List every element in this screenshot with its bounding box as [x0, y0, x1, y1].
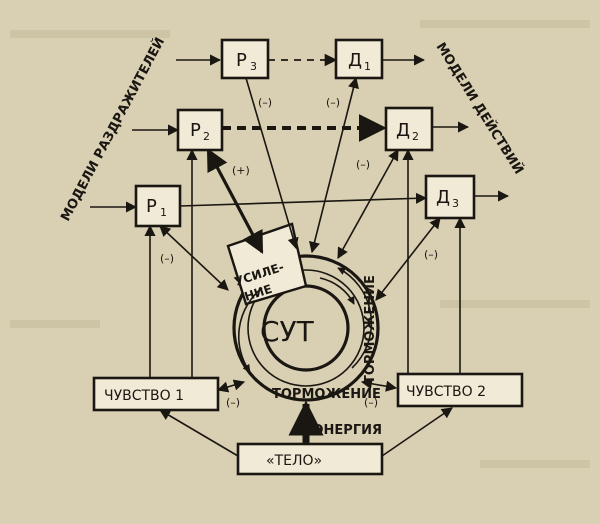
link-d2-center [337, 149, 399, 259]
node-d2-letter: Д [396, 120, 410, 141]
node-d3: Д 3 [424, 174, 476, 220]
sign-minus-feeling2: (–) [364, 396, 378, 409]
node-d1-index: 1 [364, 60, 371, 73]
inner-arc-arrow-right [337, 267, 373, 369]
node-d1: Д 1 [334, 38, 384, 80]
sign-minus-d1: (–) [326, 96, 340, 109]
node-d1-letter: Д [348, 50, 362, 71]
sign-plus-r2: (+) [232, 164, 250, 177]
link-d1-center [309, 76, 359, 254]
sign-minus-r3: (–) [258, 96, 272, 109]
inhibition-label-vertical: ТОРМОЖЕНИЕ [363, 275, 378, 384]
middle-ring [247, 269, 365, 387]
inner-arc-arrow-top [319, 277, 355, 305]
link-r1-d3 [179, 192, 428, 207]
link-r1-center [159, 225, 229, 291]
energy-label: ЭНЕРГИЯ [314, 423, 382, 438]
connections [90, 53, 510, 457]
node-body: «ТЕЛО» [236, 442, 384, 476]
node-d3-letter: Д [436, 187, 450, 208]
center-label: СУТ [260, 315, 315, 348]
inhibition-label-horizontal: ТОРМОЖЕНИЕ [272, 387, 381, 402]
sign-minus-d3: (–) [424, 248, 438, 261]
sign-minus-feeling1: (–) [226, 396, 240, 409]
outer-ring [232, 254, 380, 402]
node-r1-letter: Р [146, 196, 157, 217]
node-r2-letter: Р [190, 120, 201, 141]
node-d3-index: 3 [452, 197, 459, 210]
node-r1: Р 1 [134, 184, 182, 228]
node-feeling1: ЧУВСТВО 1 [92, 376, 220, 412]
node-body-label: «ТЕЛО» [266, 453, 322, 469]
node-r3-letter: Р [236, 50, 247, 71]
sign-minus-r1: (–) [160, 252, 174, 265]
link-feeling1-center [216, 379, 246, 393]
link-body-feeling2 [381, 407, 453, 457]
link-feeling2-center [360, 378, 398, 392]
node-r3: Р 3 [220, 38, 270, 80]
node-feeling1-label: ЧУВСТВО 1 [104, 388, 184, 404]
node-d2: Д 2 [384, 106, 434, 152]
node-r2: Р 2 [176, 108, 224, 152]
node-r2-index: 2 [203, 130, 210, 143]
background-texture [10, 20, 590, 468]
node-r1-index: 1 [160, 206, 167, 219]
sign-minus-d2: (–) [356, 158, 370, 171]
link-r2-amplification [206, 148, 264, 254]
action-models-label: МОДЕЛИ ДЕЙСТВИЙ [433, 40, 527, 177]
node-feeling2-label: ЧУВСТВО 2 [406, 384, 486, 400]
link-r3-center [245, 77, 299, 250]
node-d2-index: 2 [412, 130, 419, 143]
inner-arc-arrow-left [237, 287, 263, 373]
link-body-feeling1 [159, 409, 239, 457]
node-feeling2: ЧУВСТВО 2 [396, 372, 524, 408]
center-complex [226, 222, 380, 402]
node-r3-index: 3 [250, 60, 257, 73]
